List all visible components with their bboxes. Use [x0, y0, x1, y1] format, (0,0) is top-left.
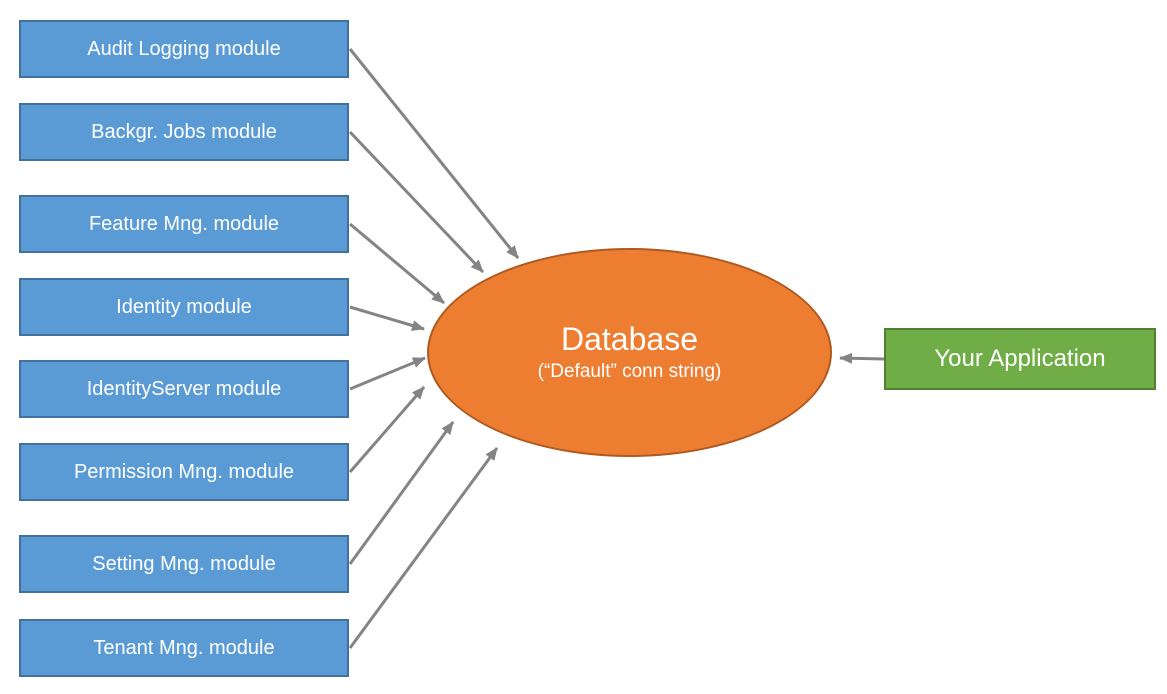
- module-label: IdentityServer module: [86, 377, 282, 400]
- database-title: Database: [561, 321, 698, 358]
- arrow-backgr-jobs-to-database: [348, 130, 485, 274]
- arrow-permission-mng-to-database: [348, 386, 426, 473]
- arrow-audit-logging-to-database: [348, 48, 520, 259]
- module-label: Backgr. Jobs module: [91, 120, 277, 143]
- module-box-tenant-mng: Tenant Mng. module: [19, 619, 349, 677]
- arrow-tenant-mng-to-database: [348, 447, 499, 649]
- arrow-feature-mng-to-database: [349, 222, 445, 305]
- database-ellipse: Database (“Default” conn string): [427, 248, 832, 457]
- module-label: Audit Logging module: [87, 37, 281, 60]
- application-box: Your Application: [884, 328, 1156, 390]
- module-box-identityserver: IdentityServer module: [19, 360, 349, 418]
- module-box-feature-mng: Feature Mng. module: [19, 195, 349, 253]
- module-label: Feature Mng. module: [88, 212, 280, 235]
- module-box-setting-mng: Setting Mng. module: [19, 535, 349, 593]
- application-label: Your Application: [934, 345, 1106, 372]
- module-label: Permission Mng. module: [73, 460, 295, 483]
- module-label: Setting Mng. module: [92, 552, 276, 575]
- module-box-identity: Identity module: [19, 278, 349, 336]
- arrow-identityserver-to-database: [349, 356, 426, 391]
- module-box-backgr-jobs: Backgr. Jobs module: [19, 103, 349, 161]
- module-label: Tenant Mng. module: [93, 636, 275, 659]
- database-subtitle: (“Default” conn string): [537, 361, 722, 383]
- arrow-setting-mng-to-database: [348, 421, 455, 565]
- module-label: Identity module: [116, 295, 252, 318]
- module-box-audit-logging: Audit Logging module: [19, 20, 349, 78]
- arrow-application-to-database: [839, 352, 885, 364]
- module-box-permission-mng: Permission Mng. module: [19, 443, 349, 501]
- arrow-identity-to-database: [349, 305, 425, 331]
